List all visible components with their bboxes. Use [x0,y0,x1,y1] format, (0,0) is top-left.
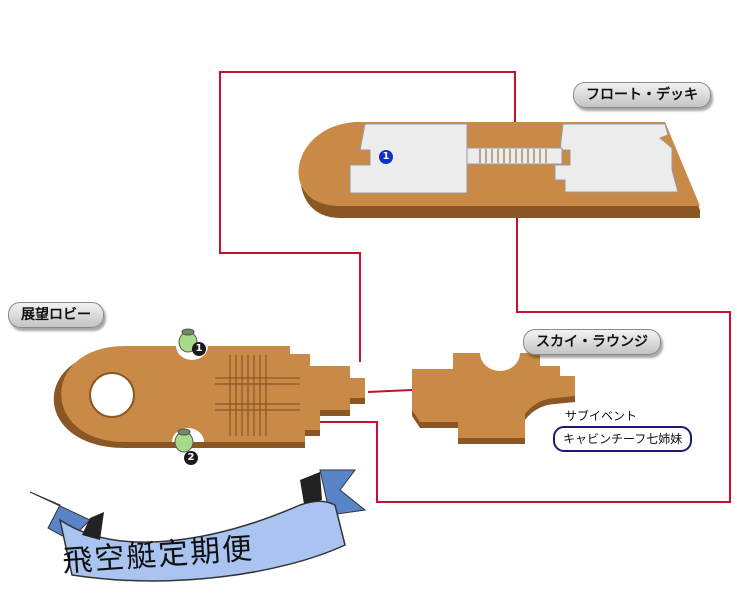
deck-walkway-left [349,123,468,194]
deck-bridge [466,147,563,165]
jar-marker-2: 2 [184,451,198,465]
sub-event-name: キャビンチーフ七姉妹 [553,426,693,452]
lobby-floor [61,346,365,442]
jar-marker-1: 1 [192,342,206,356]
sub-event-label: サブイベント [565,409,638,423]
lobby-hole [89,372,135,418]
banner-ribbon [58,500,346,582]
front-deck-map [298,122,700,218]
deck-marker-badge: 1 [379,150,393,164]
jar-icon-2 [174,428,194,453]
label-observation-lobby: 展望ロビー [8,302,104,328]
sky-lounge-map [412,353,575,444]
deck-walkway-right [554,123,679,193]
label-front-deck: フロート・デッキ [573,82,711,108]
deck-bridge-slats [479,149,547,163]
route-lobby-to-lounge [367,389,413,393]
lobby-stairs [215,355,300,436]
label-sky-lounge: スカイ・ラウンジ [523,329,661,355]
title-banner [29,469,367,582]
observation-lobby-map [53,328,365,453]
lounge-floor [412,353,575,438]
